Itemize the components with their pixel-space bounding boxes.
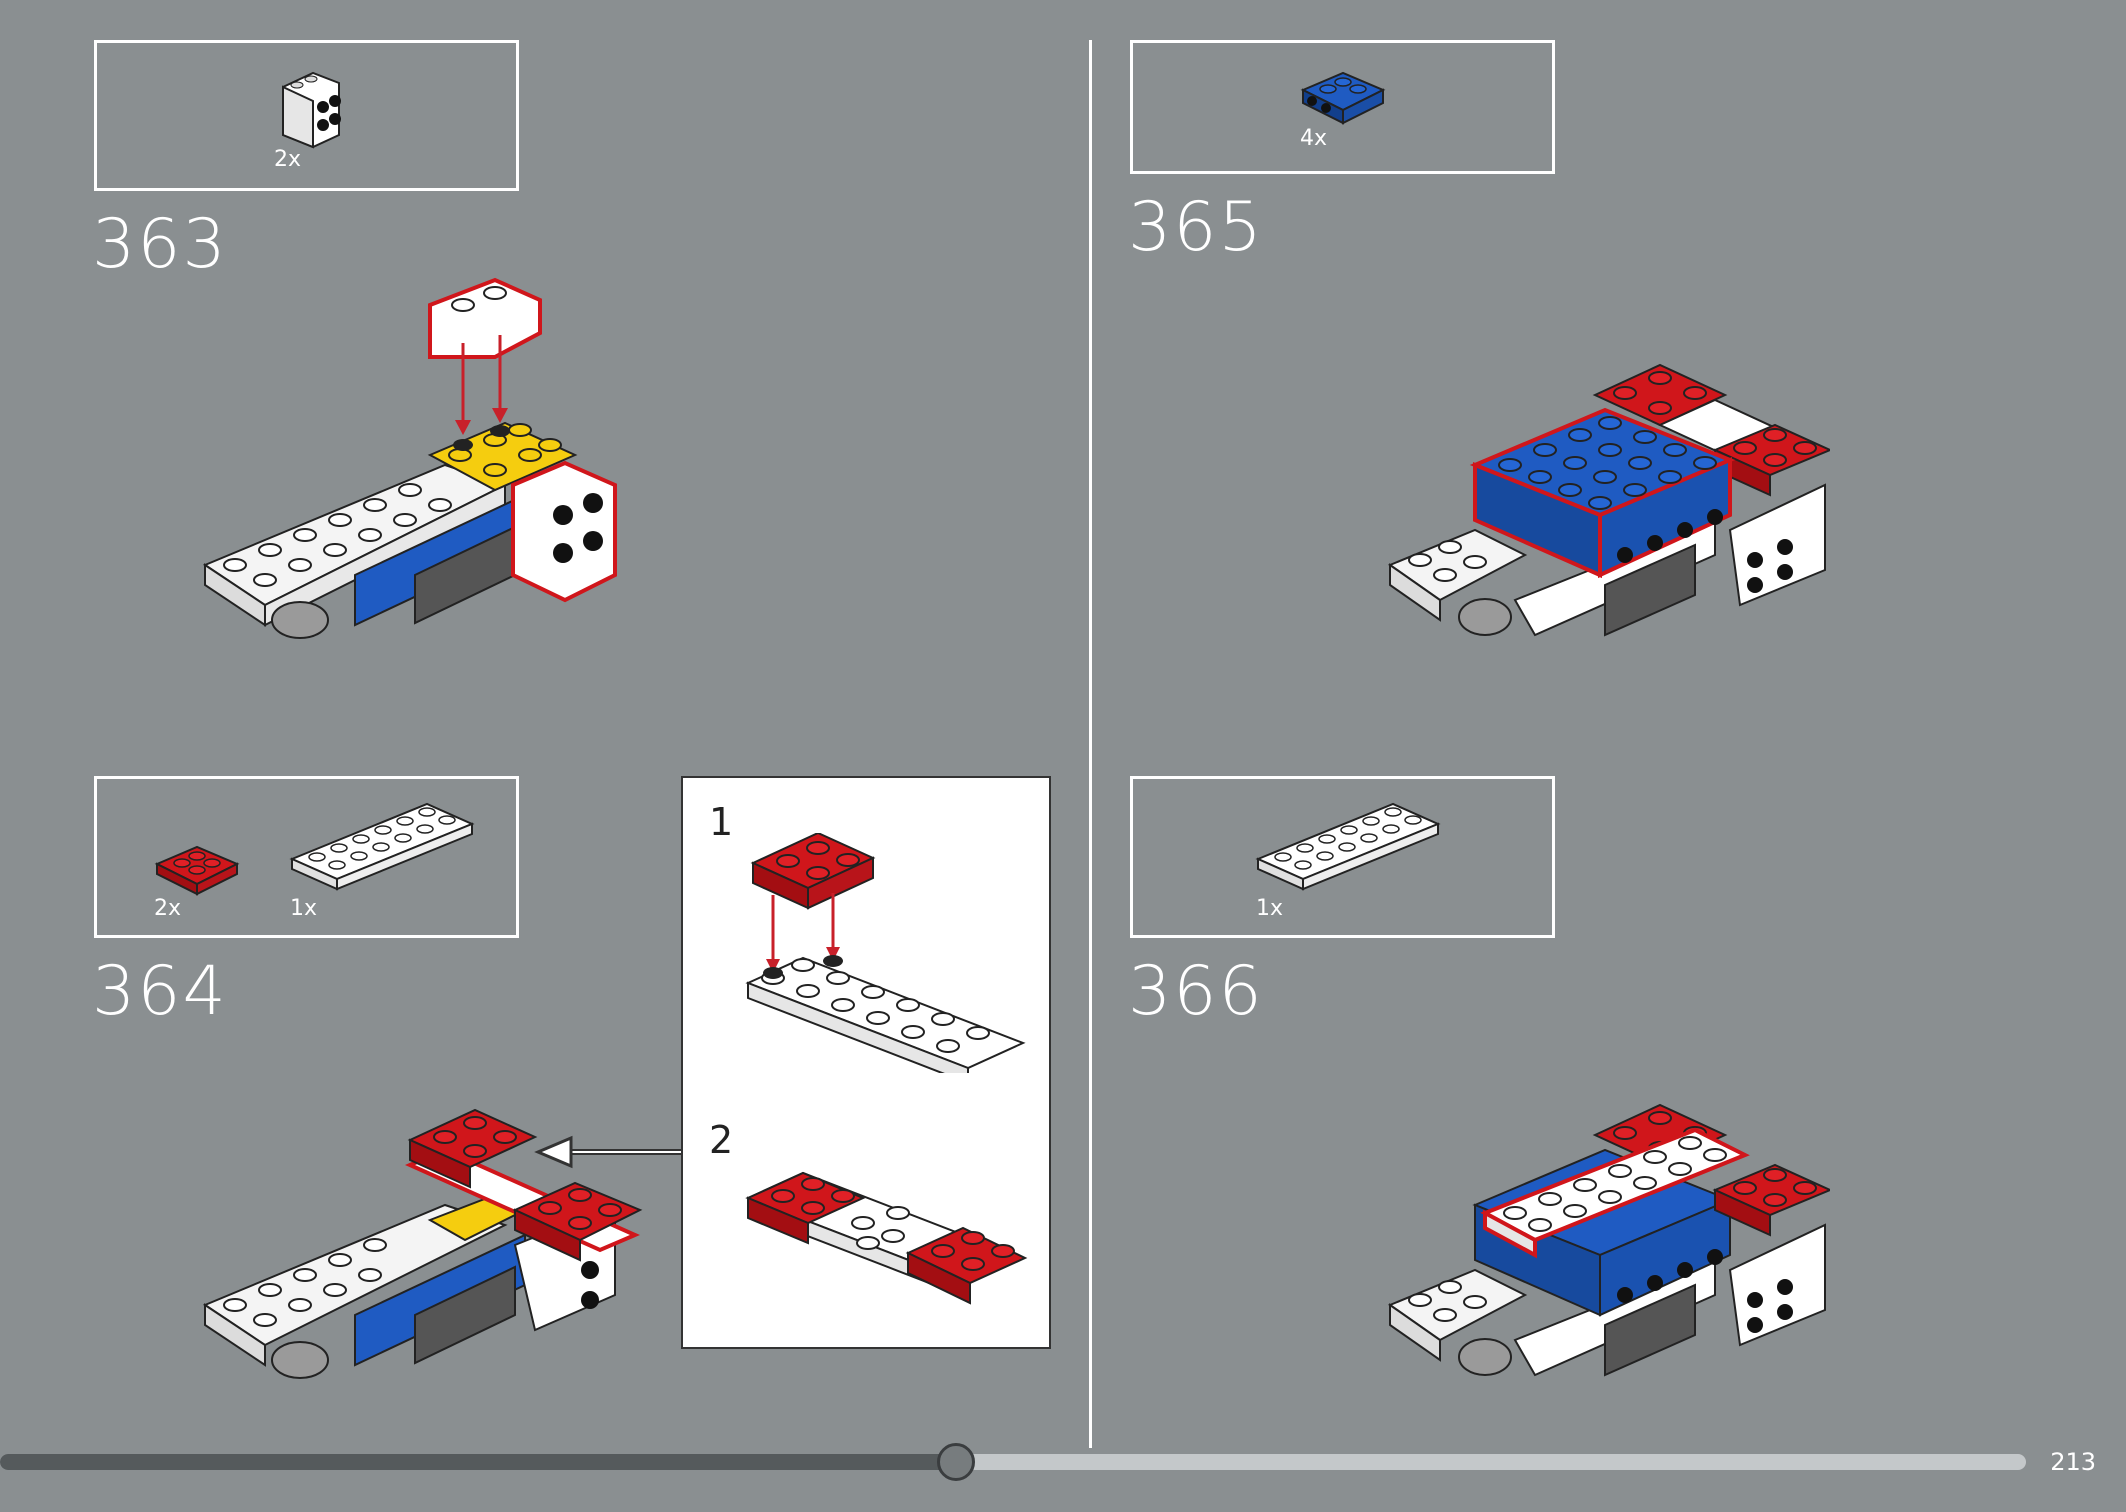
callout-pointer-arrow [534,1135,681,1169]
part-quantity: 2x [274,147,302,172]
part-quantity: 1x [1256,896,1284,921]
white-plate-part-icon [1255,802,1441,891]
parts-list-364: 2x 1x [94,776,519,938]
build-illustration-365 [1387,363,1830,637]
sub-step-number: 2 [709,1118,734,1162]
white-bracket-part-icon [282,71,341,149]
blue-side-stud-brick-part-icon [1300,71,1386,125]
sub-assembly-callout: 1 2 [681,776,1051,1349]
red-plate-part-icon [154,845,240,896]
step-number-363: 363 [92,205,228,284]
parts-list-365: 4x [1130,40,1555,174]
step-number-365: 365 [1128,188,1264,267]
sub-step-number: 1 [709,800,734,844]
build-illustration-366 [1387,1103,1830,1377]
step-number-364: 364 [92,952,228,1031]
sub-step-1-illustration [745,833,1026,1073]
build-illustration-364 [202,1108,643,1379]
build-illustration-363 [202,277,617,639]
page-column-divider [1089,40,1092,1448]
parts-list-363: 2x [94,40,519,191]
part-quantity: 2x [154,896,182,921]
part-quantity: 1x [290,896,318,921]
part-quantity: 4x [1300,126,1328,151]
page-progress-handle[interactable] [937,1443,975,1481]
white-plate-part-icon [289,802,475,891]
page-number: 213 [2050,1448,2096,1476]
sub-step-2-illustration [745,1171,1028,1305]
step-number-366: 366 [1128,952,1264,1031]
page-progress-fill [0,1454,956,1470]
parts-list-366: 1x [1130,776,1555,938]
